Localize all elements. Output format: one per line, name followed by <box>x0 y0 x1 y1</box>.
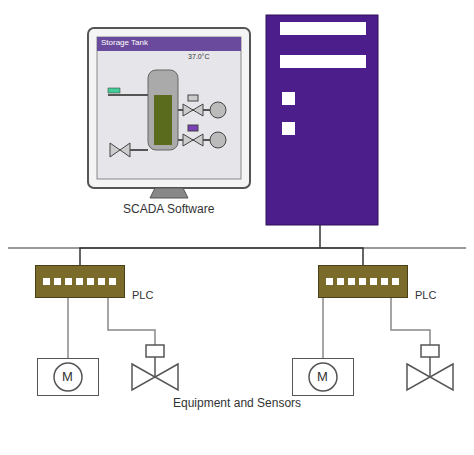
motor-letter: M <box>62 369 73 384</box>
monitor-caption: SCADA Software <box>123 202 214 216</box>
valve-symbol <box>391 298 453 390</box>
motor-node: M <box>292 358 354 396</box>
wire <box>80 248 363 265</box>
wire <box>67 298 69 358</box>
pipe <box>108 94 148 96</box>
tag <box>108 88 120 93</box>
temperature-readout: 37.0°C <box>188 53 209 60</box>
server <box>266 15 378 225</box>
caption-label: Equipment and Sensors <box>173 396 301 410</box>
server-button <box>282 92 295 105</box>
plc-label: PLC <box>132 289 153 301</box>
plc-node: PLC <box>318 265 408 298</box>
plc-label: PLC <box>415 289 436 301</box>
wire <box>322 298 324 358</box>
plc-io-row <box>35 265 125 298</box>
motor-letter: M <box>317 369 328 384</box>
valve-mini <box>183 134 203 146</box>
monitor-node: Storage Tank 37.0°C SCADA Software <box>88 28 250 220</box>
monitor-frame <box>88 28 250 188</box>
valve-mini <box>183 104 203 116</box>
tank-level <box>154 95 172 145</box>
monitor-screen <box>97 37 241 179</box>
monitor-stand <box>150 188 188 198</box>
pipe <box>130 149 148 151</box>
server-button <box>282 122 295 135</box>
server-link <box>319 225 321 248</box>
pump-mini <box>210 132 226 148</box>
pump-mini <box>210 102 226 118</box>
screen-header <box>97 37 241 51</box>
actuator-mini <box>188 125 198 131</box>
motor-node: M <box>37 358 99 396</box>
valve-mini <box>110 143 130 157</box>
tank <box>148 70 178 150</box>
valve-symbol <box>108 298 178 390</box>
plc-node: PLC <box>35 265 125 298</box>
server-slot <box>280 55 366 68</box>
server-slot <box>280 22 366 35</box>
screen-title: Storage Tank <box>101 38 148 47</box>
plc-io-row <box>318 265 408 298</box>
actuator-mini <box>188 95 198 101</box>
